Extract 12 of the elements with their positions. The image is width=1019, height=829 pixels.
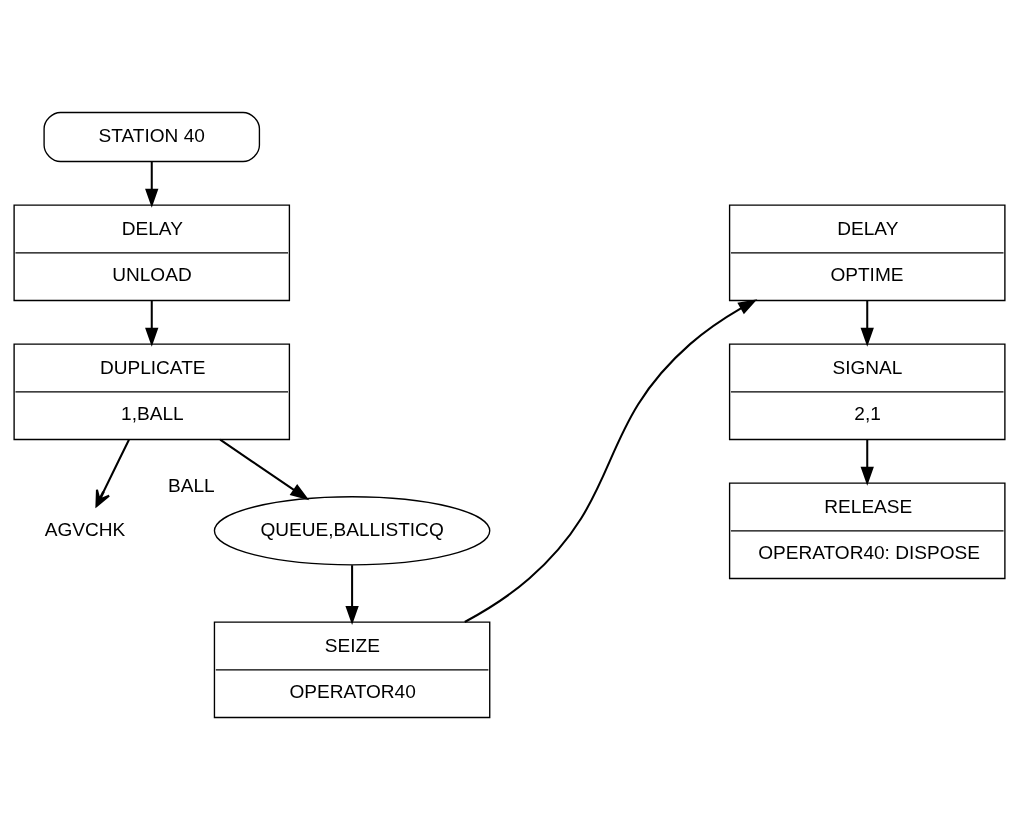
arrow	[145, 300, 159, 347]
node-label: BALL	[167, 474, 215, 496]
arrow	[145, 161, 159, 208]
arrow	[95, 438, 130, 507]
node-box: STATION 40	[43, 111, 261, 162]
arrow	[219, 438, 310, 500]
node-ellipse: QUEUE,BALLISTICQ	[213, 495, 491, 566]
node-text: AGVCHK	[44, 518, 126, 540]
arrow	[860, 300, 874, 347]
arrow	[860, 439, 874, 486]
arrow	[464, 298, 758, 623]
arrow	[345, 564, 359, 625]
